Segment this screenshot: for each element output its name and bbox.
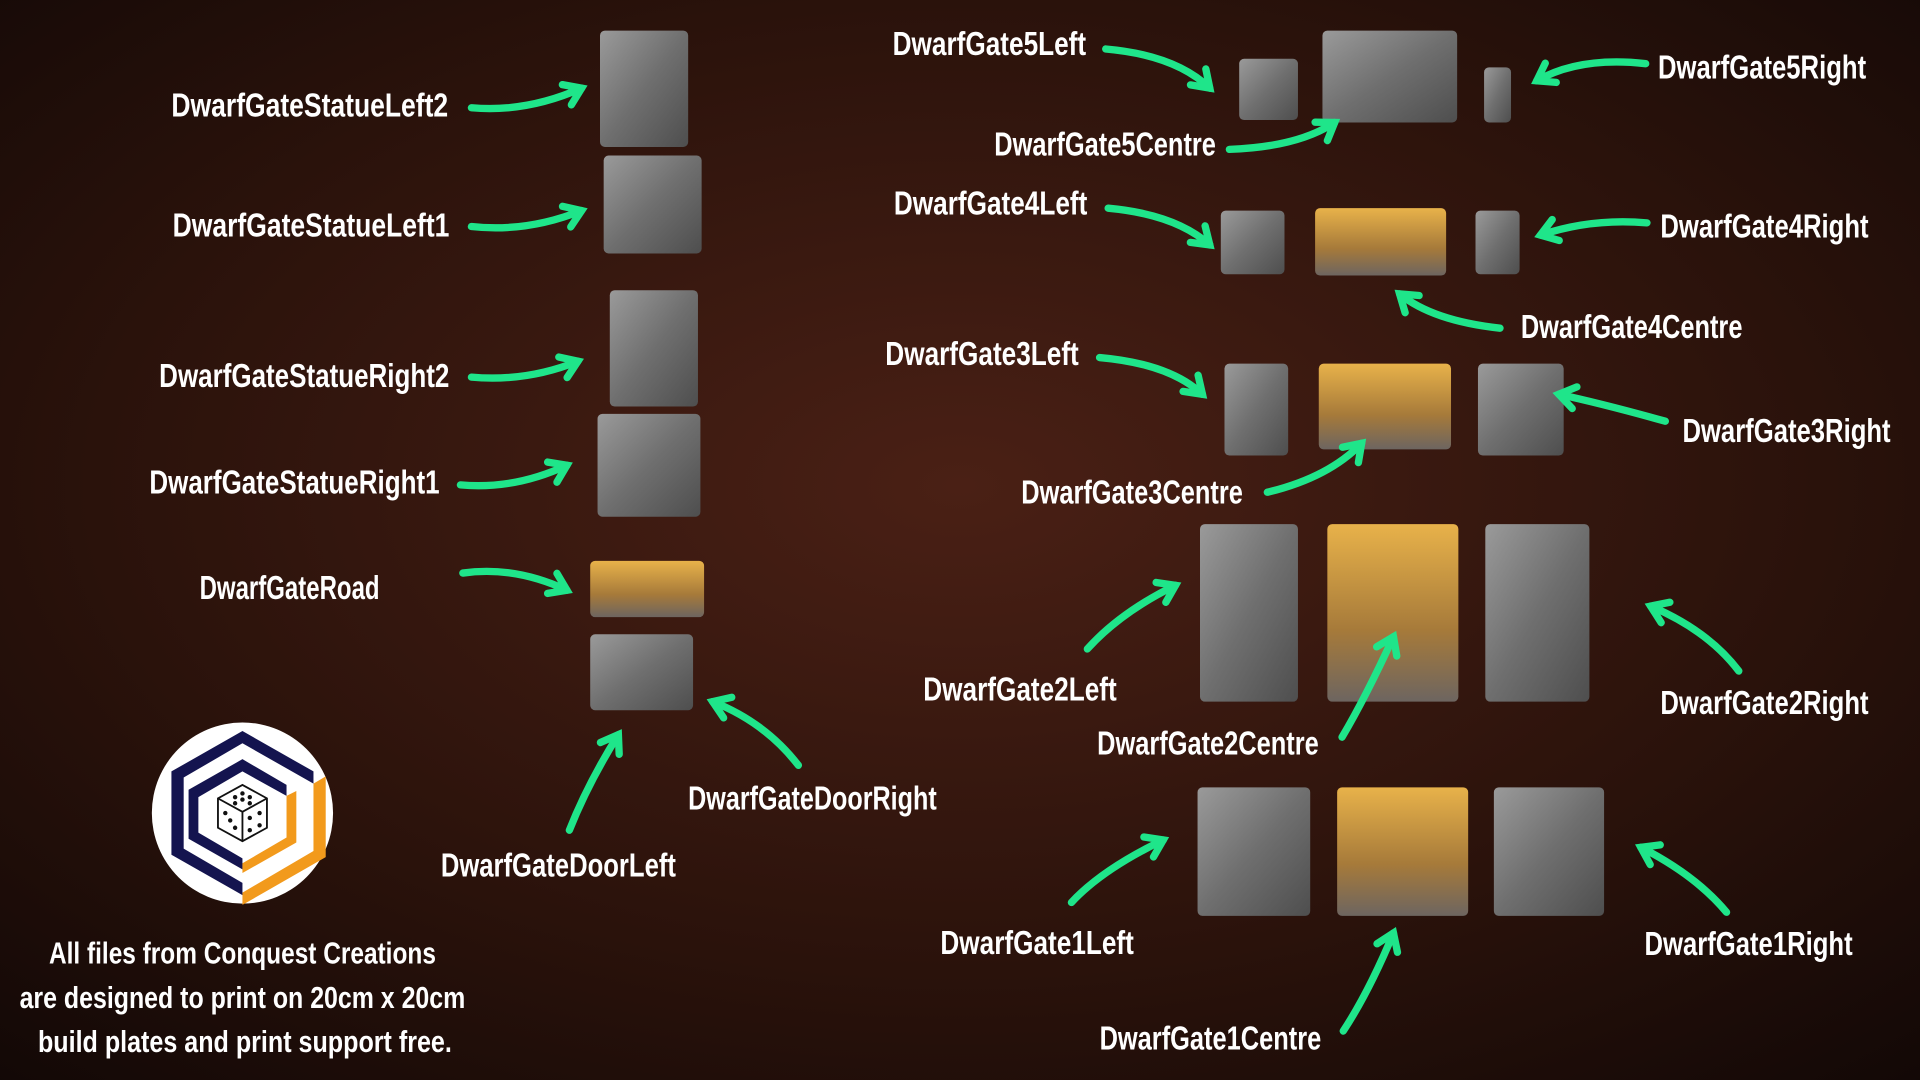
arrows bbox=[456, 45, 1743, 1035]
label-gate3-right: DwarfGate3Right bbox=[1682, 413, 1890, 450]
label-gate4-right: DwarfGate4Right bbox=[1660, 209, 1868, 246]
label-gate2-right: DwarfGate2Right bbox=[1660, 685, 1868, 722]
arrow bbox=[467, 206, 586, 232]
label-gate5-right: DwarfGate5Right bbox=[1658, 49, 1866, 86]
label-statue-right2: DwarfGateStatueRight2 bbox=[159, 358, 449, 395]
arrow bbox=[1067, 836, 1167, 907]
arrow bbox=[1102, 45, 1214, 92]
gate1-right-model bbox=[1493, 787, 1605, 916]
arrow-head bbox=[543, 458, 573, 486]
gate1-left-model bbox=[1197, 787, 1311, 916]
arrow-head bbox=[1179, 371, 1208, 399]
arrow-head bbox=[596, 729, 623, 758]
arrow bbox=[1225, 118, 1339, 154]
gate3-left-model bbox=[1224, 363, 1289, 456]
gate4-left-model bbox=[1220, 210, 1285, 275]
label-statue-left1: DwarfGateStatueLeft1 bbox=[173, 207, 450, 244]
gate2-right-model bbox=[1485, 524, 1590, 702]
arrow bbox=[1095, 353, 1207, 398]
label-gate3-centre: DwarfGate3Centre bbox=[1021, 474, 1243, 511]
label-gate1-left: DwarfGate1Left bbox=[940, 925, 1133, 962]
arrow-head bbox=[1338, 438, 1367, 467]
arrow bbox=[459, 567, 571, 594]
label-gate3-left: DwarfGate3Left bbox=[885, 336, 1078, 373]
label-gate5-centre: DwarfGate5Centre bbox=[994, 127, 1216, 164]
arrow-head bbox=[1152, 578, 1182, 607]
label-statue-left2: DwarfGateStatueLeft2 bbox=[171, 87, 448, 124]
road-model bbox=[590, 560, 705, 618]
arrow-head bbox=[555, 353, 584, 382]
arrow bbox=[1083, 581, 1180, 653]
arrow bbox=[565, 731, 623, 834]
arrow bbox=[1646, 602, 1743, 675]
arrow bbox=[1338, 633, 1398, 741]
arrow-head bbox=[1372, 630, 1401, 660]
arrow bbox=[1536, 218, 1651, 239]
arrow-head bbox=[1635, 841, 1664, 869]
label-road: DwarfGateRoad bbox=[200, 570, 380, 607]
label-gate2-centre: DwarfGate2Centre bbox=[1097, 725, 1319, 762]
gate2-left-model bbox=[1200, 524, 1298, 702]
arrow bbox=[1104, 204, 1214, 249]
arrow-head bbox=[1373, 927, 1402, 956]
arrow bbox=[1263, 439, 1366, 496]
gate4-centre-model bbox=[1315, 208, 1447, 276]
labels: DwarfGateStatueLeft2DwarfGateStatueLeft1… bbox=[149, 26, 1890, 1057]
arrow-head bbox=[1140, 833, 1170, 861]
gate4-right-model bbox=[1475, 210, 1520, 275]
arrow-head bbox=[558, 80, 588, 109]
statue-left1-model bbox=[603, 155, 702, 254]
gate3-centre-model bbox=[1318, 363, 1452, 450]
arrow bbox=[1637, 843, 1731, 916]
label-statue-right1: DwarfGateStatueRight1 bbox=[149, 464, 439, 501]
dice-icon bbox=[217, 783, 268, 843]
gate3-right-model bbox=[1477, 363, 1564, 456]
arrow-head bbox=[706, 693, 736, 722]
door-model bbox=[590, 634, 694, 711]
gate5-left-model bbox=[1239, 58, 1298, 120]
arrow bbox=[1395, 290, 1504, 332]
arrow-head bbox=[1186, 65, 1215, 93]
statue-right2-model bbox=[609, 290, 698, 407]
arrow bbox=[456, 461, 571, 490]
arrow-head bbox=[543, 569, 573, 598]
models bbox=[590, 30, 1605, 916]
label-door-left: DwarfGateDoorLeft bbox=[441, 848, 676, 885]
conquest-creations-logo bbox=[151, 722, 334, 905]
label-door-right: DwarfGateDoorRight bbox=[688, 780, 937, 817]
gate1-centre-model bbox=[1337, 787, 1469, 916]
gate2-centre-model bbox=[1327, 524, 1459, 702]
arrow-head bbox=[1394, 289, 1423, 317]
arrow-head bbox=[1534, 215, 1563, 245]
arrow bbox=[1533, 58, 1650, 85]
footer-line-2: are designed to print on 20cm x 20cm bbox=[20, 981, 466, 1015]
gate5-centre-model bbox=[1322, 30, 1458, 123]
gate5-right-model bbox=[1484, 67, 1512, 123]
label-gate5-left: DwarfGate5Left bbox=[893, 26, 1086, 63]
arrow bbox=[708, 697, 803, 769]
label-gate4-left: DwarfGate4Left bbox=[894, 185, 1087, 222]
arrow bbox=[1555, 390, 1669, 425]
label-gate1-right: DwarfGate1Right bbox=[1644, 926, 1852, 963]
footer-line-1: All files from Conquest Creations bbox=[49, 937, 436, 971]
arrow-head bbox=[558, 202, 588, 231]
arrow bbox=[467, 357, 582, 382]
label-gate2-left: DwarfGate2Left bbox=[923, 671, 1116, 708]
arrow-head bbox=[1644, 598, 1674, 627]
arrow-head bbox=[1531, 59, 1560, 87]
footer-line-3: build plates and print support free. bbox=[38, 1025, 452, 1059]
label-gate1-centre: DwarfGate1Centre bbox=[1100, 1020, 1322, 1057]
arrow-head bbox=[1552, 383, 1581, 413]
statue-left2-model bbox=[600, 30, 689, 147]
arrow-head bbox=[1311, 118, 1341, 145]
arrow bbox=[1339, 929, 1398, 1035]
statue-right1-model bbox=[597, 413, 701, 517]
arrow bbox=[467, 84, 586, 113]
arrow-head bbox=[1186, 222, 1215, 250]
label-gate4-centre: DwarfGate4Centre bbox=[1521, 309, 1743, 346]
